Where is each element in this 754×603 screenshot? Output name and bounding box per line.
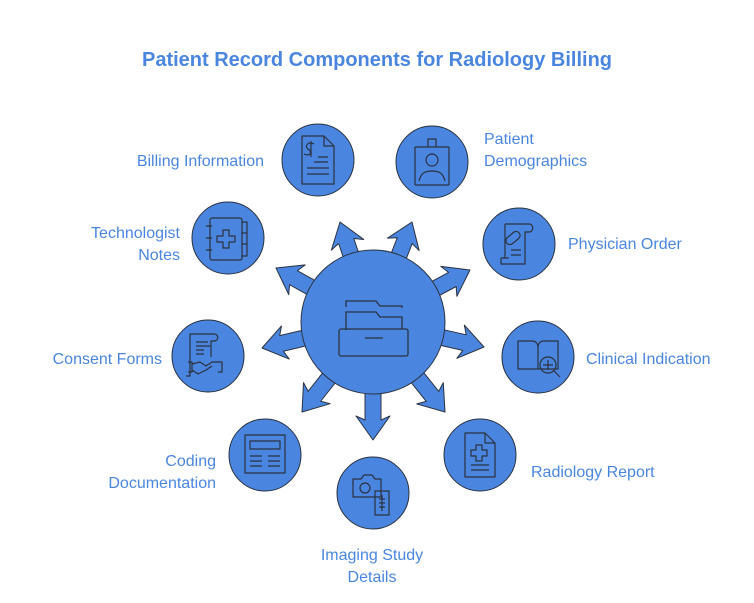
label-line: Imaging Study [320, 547, 424, 564]
center-hub [300, 249, 446, 395]
label-billing: Billing Information [137, 151, 264, 173]
node-coding [228, 418, 302, 492]
label-line: Demographics [484, 153, 588, 170]
label-line: Billing Information [136, 153, 264, 170]
label-report: Radiology Report [531, 462, 655, 484]
node-circle [281, 123, 355, 197]
book-search-icon [517, 340, 561, 378]
diagram-title: Patient Record Components for Radiology … [141, 49, 613, 71]
node-circle [171, 319, 245, 393]
label-consent: Consent Forms [53, 349, 162, 371]
node-imaging [336, 456, 410, 530]
form-layout-icon [244, 434, 286, 474]
node-report [443, 418, 517, 492]
medical-document-icon [464, 432, 496, 478]
node-demographics [395, 125, 469, 199]
label-line: Radiology Report [531, 464, 655, 481]
label-line: Technologist [91, 225, 180, 242]
label-line: Coding [165, 453, 216, 470]
label-clinical: Clinical Indication [586, 349, 711, 371]
label-line: Notes [138, 247, 180, 264]
invoice-dollar-icon [301, 135, 335, 185]
node-technologist [191, 201, 265, 275]
node-circle [336, 456, 410, 530]
prescription-icon [500, 223, 534, 265]
node-circle [482, 207, 556, 281]
node-circle [395, 125, 469, 199]
node-circle [228, 418, 302, 492]
medical-notebook-icon [206, 217, 248, 261]
node-clinical [501, 320, 575, 394]
camera-file-icon [352, 474, 390, 516]
node-physician [482, 207, 556, 281]
handshake-scroll-icon [186, 333, 223, 377]
folder-cabinet-icon [338, 300, 409, 357]
label-line: Patient [484, 131, 534, 148]
label-physician: Physician Order [568, 234, 682, 256]
node-circle [191, 201, 265, 275]
label-line: Documentation [108, 475, 216, 492]
id-badge-icon [414, 138, 450, 186]
node-circle [443, 418, 517, 492]
label-line: Details [347, 569, 397, 586]
label-line: Consent Forms [52, 351, 162, 368]
node-billing [281, 123, 355, 197]
label-line: Clinical Indication [586, 351, 711, 368]
label-line: Physician Order [568, 236, 682, 253]
node-consent [171, 319, 245, 393]
